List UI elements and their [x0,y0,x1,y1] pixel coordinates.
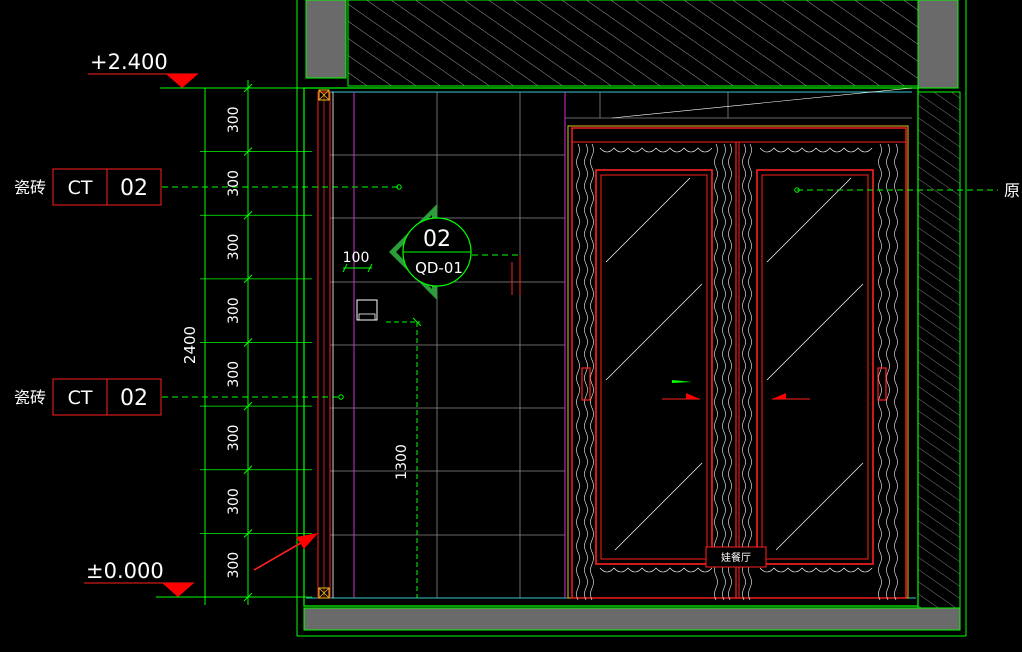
segment-dimension: 300 [226,234,242,261]
grain-line [714,143,718,601]
door-tag-box [705,546,767,568]
switch-height-dim: 1300 [394,444,410,480]
level-top: +2.400 [90,50,168,74]
elevation-ref: QD-01 [415,259,463,277]
ceiling-slab-hatch [347,0,919,87]
level-bottom: ±0.000 [86,559,164,583]
leaders [162,184,998,571]
material-tag-upper: 瓷砖 CT 02 [14,168,162,206]
segment-dimensions: 300 300 300 300 300 300 300 300 [226,106,242,578]
grain-line [759,147,873,153]
dimension-tick [243,592,253,602]
door-header [571,127,907,143]
grain-line [748,143,752,601]
right-wall-hatch [917,91,961,609]
segment-dimension: 300 [226,488,242,515]
tile-grid [330,92,912,598]
dimension-tick [243,401,253,411]
left-column [305,0,347,79]
grain-line [599,567,713,573]
dimension-tick [243,83,253,93]
glass-reflection [605,177,864,551]
door-panel-right [756,169,874,565]
total-height-dim: 2400 [181,326,199,364]
segment-dimension: 300 [226,297,242,324]
dimension-tick [243,274,253,284]
material-tag-lower: 瓷砖 CT 02 [14,378,162,416]
grain-line [722,143,726,601]
grain-line [599,147,713,153]
door-panel-left [595,169,713,565]
grain-line [584,143,588,601]
segment-dimension: 300 [226,552,242,579]
grain-line [590,143,594,601]
dimension-tick [243,465,253,475]
dimension-tick [243,210,253,220]
dimension-chains [200,80,312,605]
grain-line [728,143,732,601]
segment-dimension: 300 [226,425,242,452]
right-edge-label: 原 [1004,181,1020,200]
segment-dimension: 300 [226,106,242,133]
dimension-tick [243,529,253,538]
material-cn: 瓷砖 [14,178,46,197]
grain-line [894,143,898,601]
handle-right [877,367,887,401]
floor-slab [303,607,961,631]
material-num: 02 [120,176,148,201]
level-marker-top: +2.400 [88,50,306,89]
material-cn: 瓷砖 [14,388,46,407]
material-code: CT [68,387,93,409]
switch-plate [356,299,378,321]
left-trim [317,89,566,599]
segment-dimension: 300 [226,361,242,388]
right-column [917,0,959,89]
material-code: CT [68,177,93,199]
switch-detail: 100 1300 [342,250,422,598]
dimension-tick [243,147,253,156]
level-marker-bottom: ±0.000 [84,559,306,598]
elevation-symbol: 02 QD-01 [389,204,521,300]
door-assembly: 娃餐厅 [567,87,913,601]
room-frame [303,87,919,607]
segment-dimension: 300 [226,170,242,197]
material-num: 02 [120,386,148,411]
grain-line [886,143,890,601]
elevation-num: 02 [423,227,451,252]
structure [296,0,967,637]
dimension-tick [243,338,253,347]
grain-line [759,567,873,573]
handle-left [581,367,591,401]
door-tag: 娃餐厅 [721,551,751,564]
grain-line [742,143,746,601]
wood-grain [576,143,898,601]
grain-line [576,143,580,601]
switch-offset-dim: 100 [343,250,370,266]
grain-line [878,143,882,601]
